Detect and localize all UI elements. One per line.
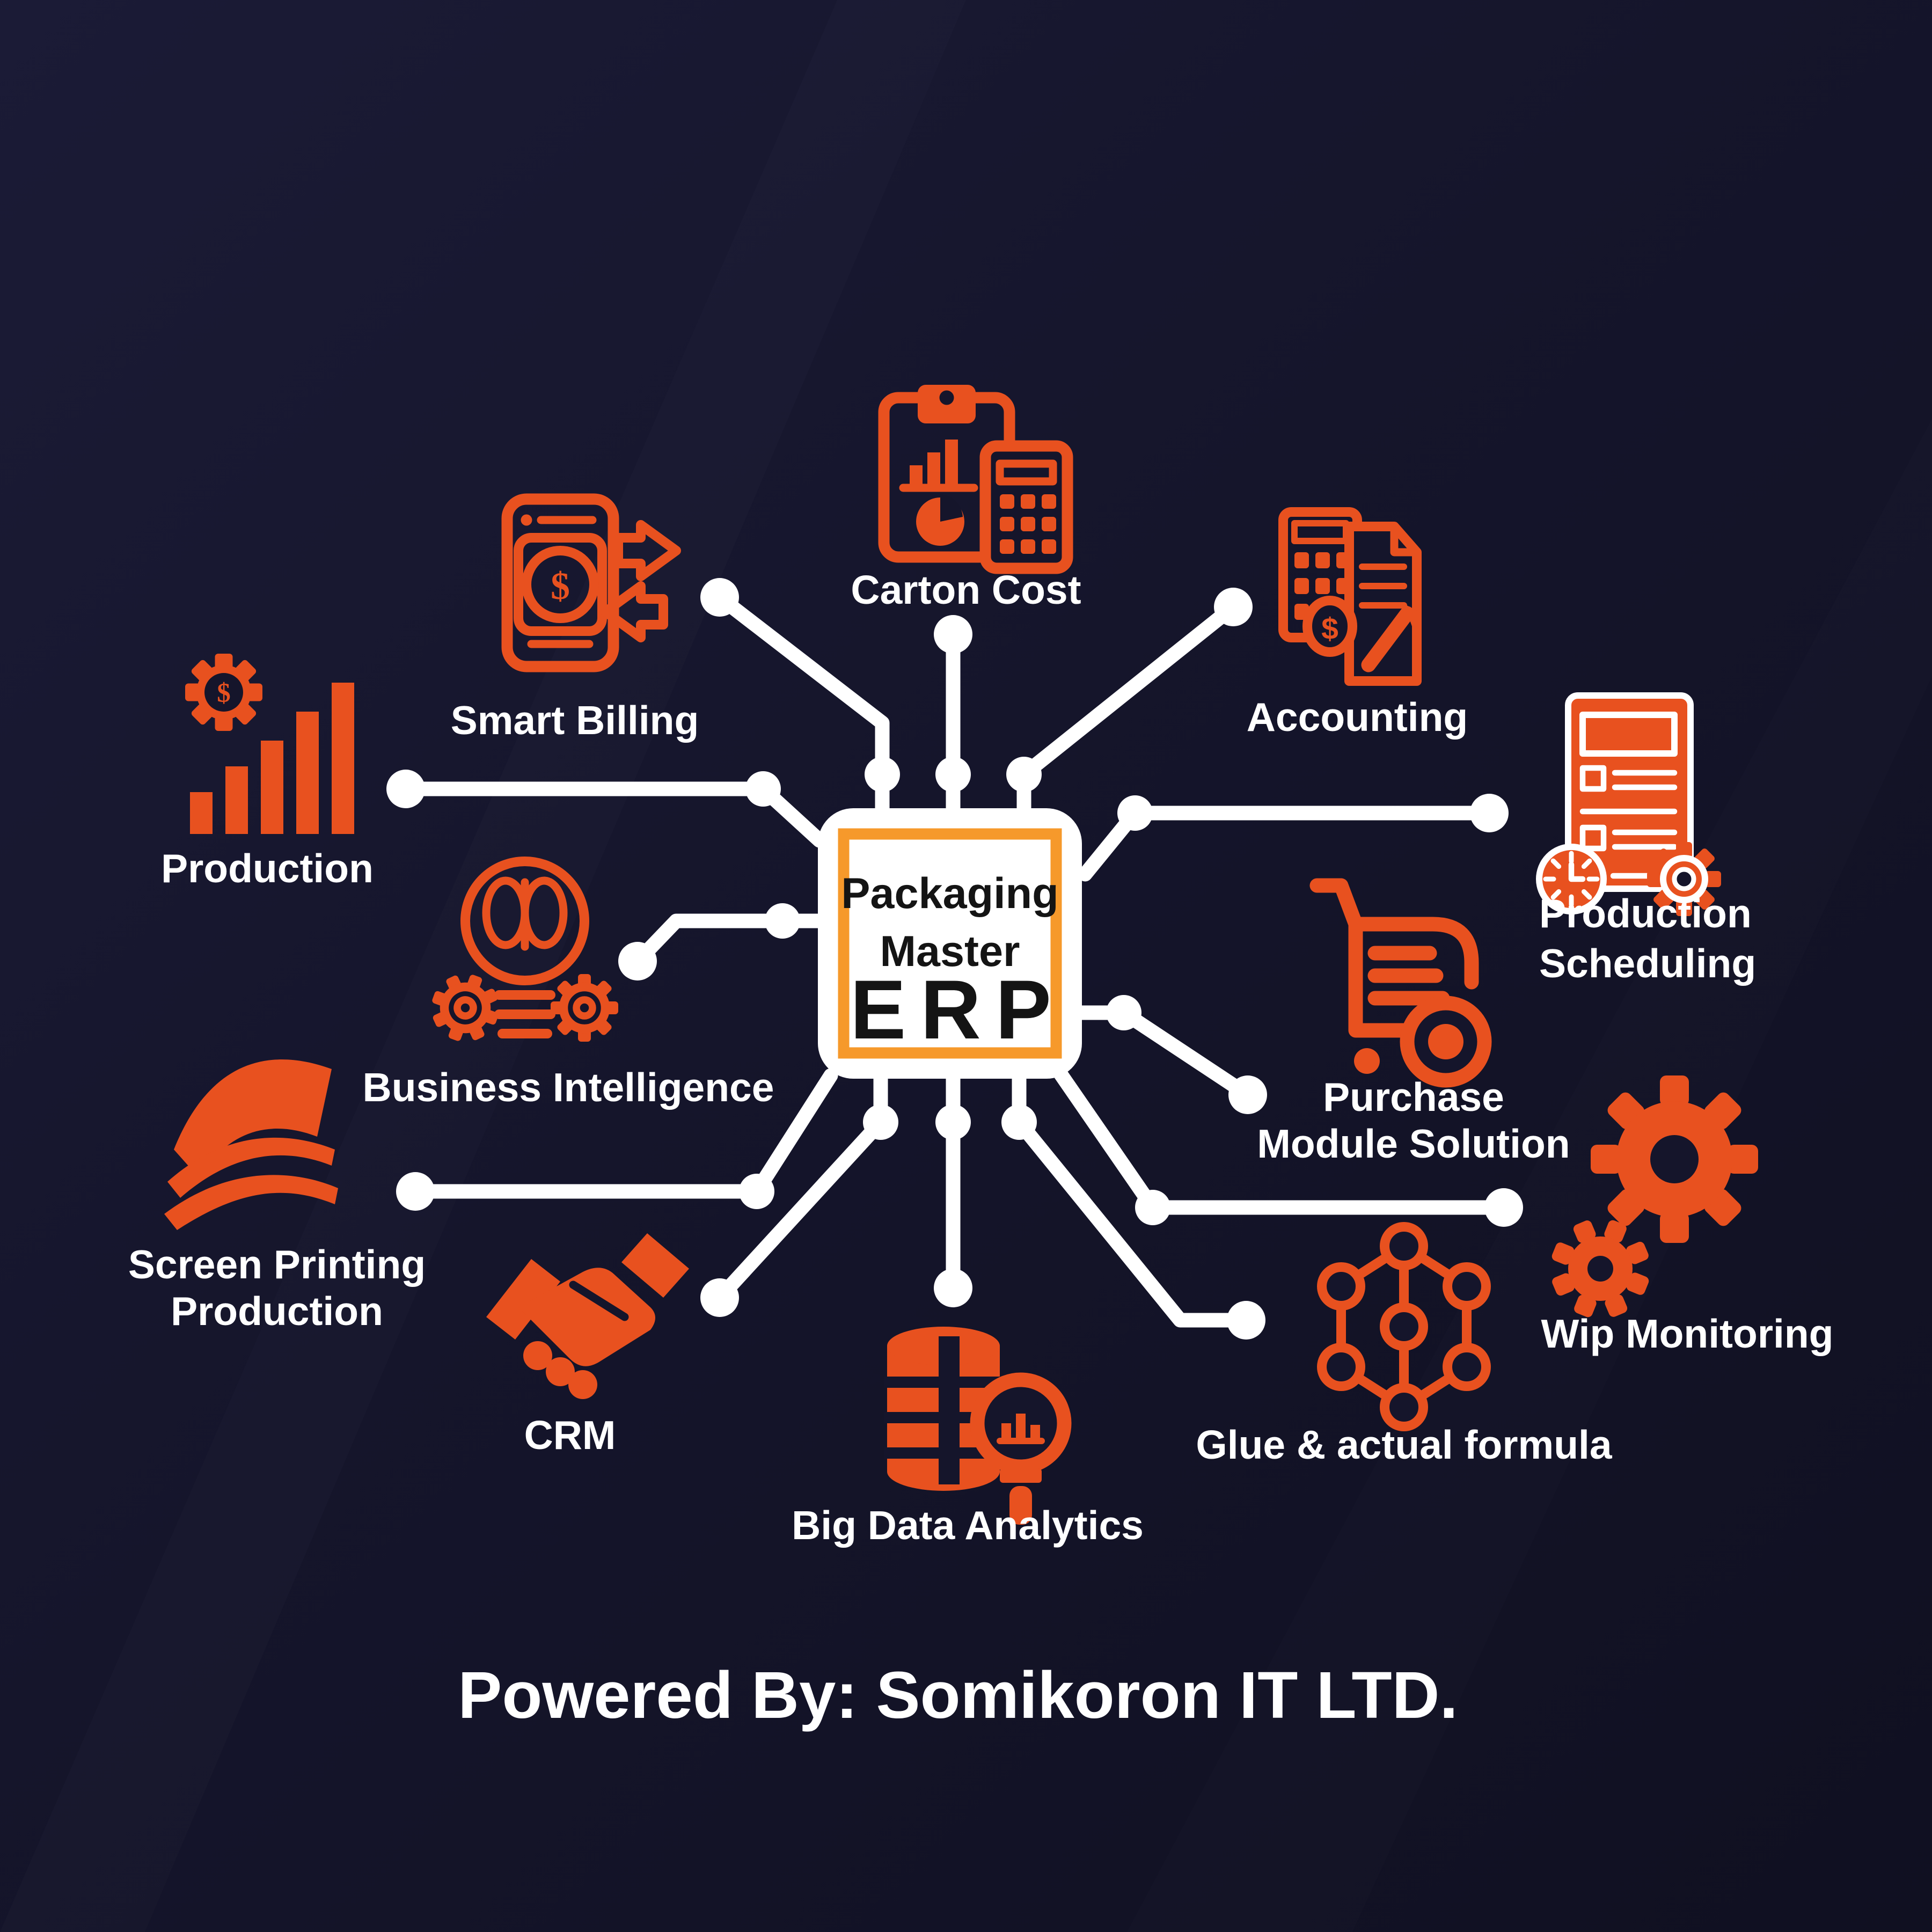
document-clock-gear-icon [1536,692,1721,916]
module-label: Accounting [1247,694,1468,740]
module-label: Smart Billing [451,698,699,743]
module-label: Production [161,846,374,891]
module-screen-printing: Screen Printing Production [128,1059,426,1334]
module-label-line1: Production [1539,891,1752,936]
mobile-billing-icon: $ [501,493,681,672]
module-label: Glue & actual formula [1196,1422,1612,1467]
erp-chip: Packaging Master ERP [818,808,1082,1079]
module-label: CRM [524,1413,616,1458]
chip-border [838,828,1062,1059]
svg-text:$: $ [1321,612,1338,646]
module-label-line2: Module Solution [1257,1121,1570,1166]
connector-traces [386,578,1523,1340]
gear-icon [551,974,618,1042]
module-label: Business Intelligence [363,1065,774,1110]
shopping-cart-icon [1309,878,1492,1088]
clipboard-calculator-icon [878,385,1073,574]
brain-icon [482,876,568,951]
bulb-brain-gears-icon [432,857,618,1042]
module-accounting: $ Accounting [1247,507,1468,740]
module-smart-billing: $ Smart Billing [451,493,699,743]
module-label: Wip Monitoring [1541,1311,1834,1356]
database-magnifier-icon [884,1327,1072,1525]
svg-text:$: $ [217,678,231,708]
clock-icon [1536,844,1607,914]
chip-title-line3: ERP [850,963,1066,1057]
handshake-icon [486,1233,689,1399]
module-label-line1: Purchase [1323,1074,1504,1119]
dollar-gear-icon: $ [185,654,262,731]
module-production: $ Production [161,654,374,891]
module-crm: CRM [486,1233,689,1458]
footer-credit: Powered By: Somikoron IT LTD. [458,1659,1458,1732]
gear-icon [1647,842,1721,916]
module-label: Big Data Analytics [792,1503,1144,1548]
bar-chart-gear-icon: $ [185,654,354,834]
module-label-line2: Production [171,1289,383,1334]
svg-text:$: $ [551,565,570,608]
terminal-dots [386,578,1523,1340]
junction-dots [739,757,1170,1225]
printing-sheets-icon [164,1059,338,1230]
trace-glue-formula [1012,1071,1254,1328]
molecule-icon [1317,1222,1491,1431]
chip-title-line1: Packaging [841,869,1058,918]
module-label-line1: Screen Printing [128,1242,426,1287]
module-purchase: Purchase Module Solution [1257,878,1570,1166]
module-wip-monitoring: Wip Monitoring [1541,1075,1834,1356]
gear-icon [432,975,499,1041]
module-production-scheduling: Production Scheduling [1536,692,1756,986]
chip-title-line2: Master [880,927,1020,976]
gears-icon [1552,1075,1758,1318]
module-business-intelligence: Business Intelligence [363,857,774,1110]
module-label: Carton Cost [851,567,1081,612]
calculator-document-pen-icon: $ [1278,507,1422,686]
module-big-data: Big Data Analytics [792,1327,1144,1548]
module-carton-cost: Carton Cost [851,385,1081,612]
module-glue-formula: Glue & actual formula [1196,1222,1613,1467]
module-label-line2: Scheduling [1539,941,1756,986]
